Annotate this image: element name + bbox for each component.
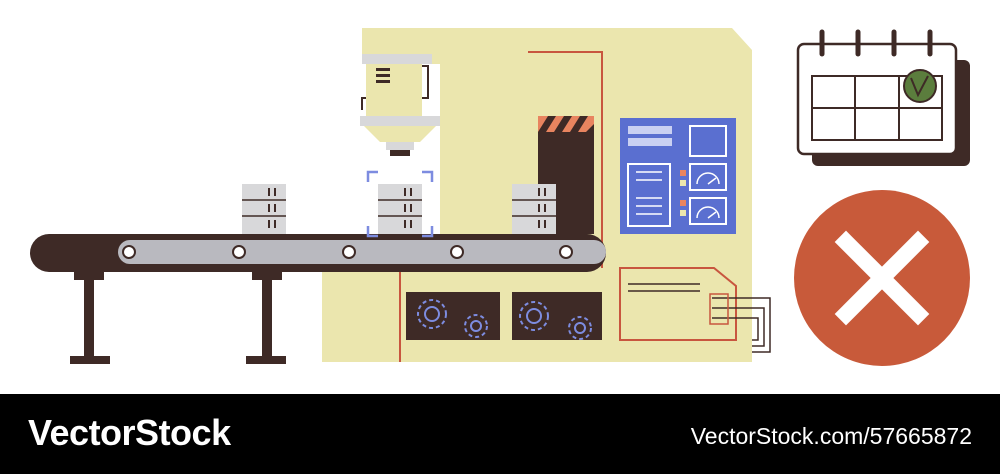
checkmark-icon: [903, 69, 937, 103]
conveyor-belt: [30, 234, 606, 364]
factory-illustration: [30, 28, 970, 366]
control-panel: [620, 118, 736, 234]
press-head: [360, 28, 440, 156]
cross-icon: [794, 190, 970, 366]
brand-logo: VectorStock: [28, 412, 231, 453]
product-box: [366, 170, 434, 238]
gear-window-right: [512, 292, 602, 340]
cables: [709, 293, 771, 353]
gear-window-left: [406, 292, 500, 340]
machine-door: [538, 116, 594, 234]
product-box: [242, 184, 286, 234]
product-box: [512, 184, 556, 234]
image-id: VectorStock.com/57665872: [690, 423, 972, 449]
watermark-footer: VectorStock VectorStock.com/57665872: [0, 394, 1000, 474]
calendar-icon: [796, 29, 970, 166]
